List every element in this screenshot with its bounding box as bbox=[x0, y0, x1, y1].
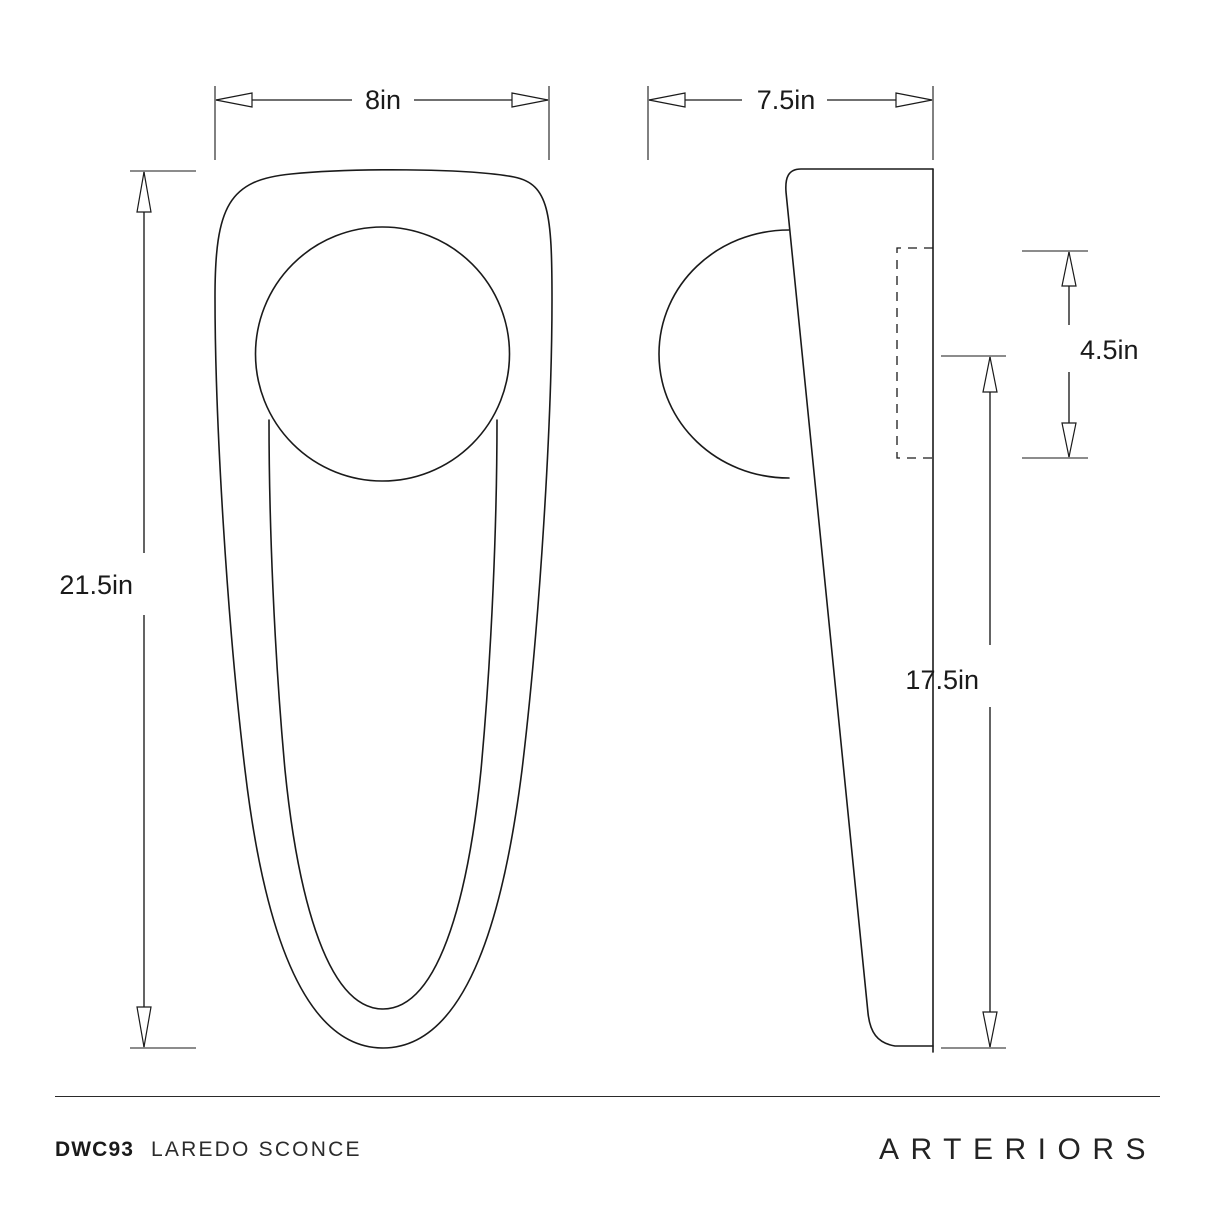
dim-label-side-body-height: 17.5in bbox=[905, 665, 979, 695]
dim-label-front-height: 21.5in bbox=[59, 570, 133, 600]
product-sku: DWC93 bbox=[55, 1138, 135, 1161]
dimension-side-body-height: 17.5in bbox=[905, 355, 1006, 1049]
front-inner-wall bbox=[268, 419, 498, 1010]
dimension-side-depth: 7.5in bbox=[647, 85, 934, 160]
dimension-front-width: 8in bbox=[214, 85, 550, 160]
footer-divider bbox=[0, 1096, 1214, 1098]
footer: DWC93 LAREDO SCONCE ARTERIORS bbox=[0, 1120, 1214, 1180]
arrowhead-top bbox=[1061, 251, 1077, 287]
arrowhead-top bbox=[136, 171, 152, 213]
dim-label-side-depth: 7.5in bbox=[757, 85, 816, 115]
dimension-backplate-height: 4.5in bbox=[1022, 250, 1139, 459]
front-view-geometry bbox=[214, 169, 553, 1049]
dim-label-backplate-height: 4.5in bbox=[1080, 335, 1139, 365]
footer-rule-line bbox=[55, 1096, 1160, 1097]
arrowhead-bottom bbox=[136, 1006, 152, 1048]
dimension-front-height: 21.5in bbox=[59, 170, 196, 1049]
product-name: LAREDO SCONCE bbox=[151, 1138, 362, 1161]
front-outer-shell bbox=[214, 169, 553, 1049]
arrowhead-left bbox=[215, 92, 253, 108]
arrowhead-bottom bbox=[982, 1011, 998, 1048]
side-body-outline bbox=[785, 168, 934, 1047]
dim-label-front-width: 8in bbox=[365, 85, 401, 115]
side-hidden-mounting-plate bbox=[896, 247, 933, 459]
arrowhead-left bbox=[648, 92, 686, 108]
arrowhead-top bbox=[982, 356, 998, 393]
arrowhead-right bbox=[511, 92, 549, 108]
side-globe-arc bbox=[658, 229, 790, 479]
brand-wordmark: ARTERIORS bbox=[879, 1133, 1157, 1166]
footer-product-info: DWC93 LAREDO SCONCE bbox=[55, 1138, 362, 1162]
arrowhead-right bbox=[895, 92, 933, 108]
arrowhead-bottom bbox=[1061, 422, 1077, 458]
front-globe-circle bbox=[254, 226, 511, 482]
side-view-geometry bbox=[658, 168, 934, 1053]
